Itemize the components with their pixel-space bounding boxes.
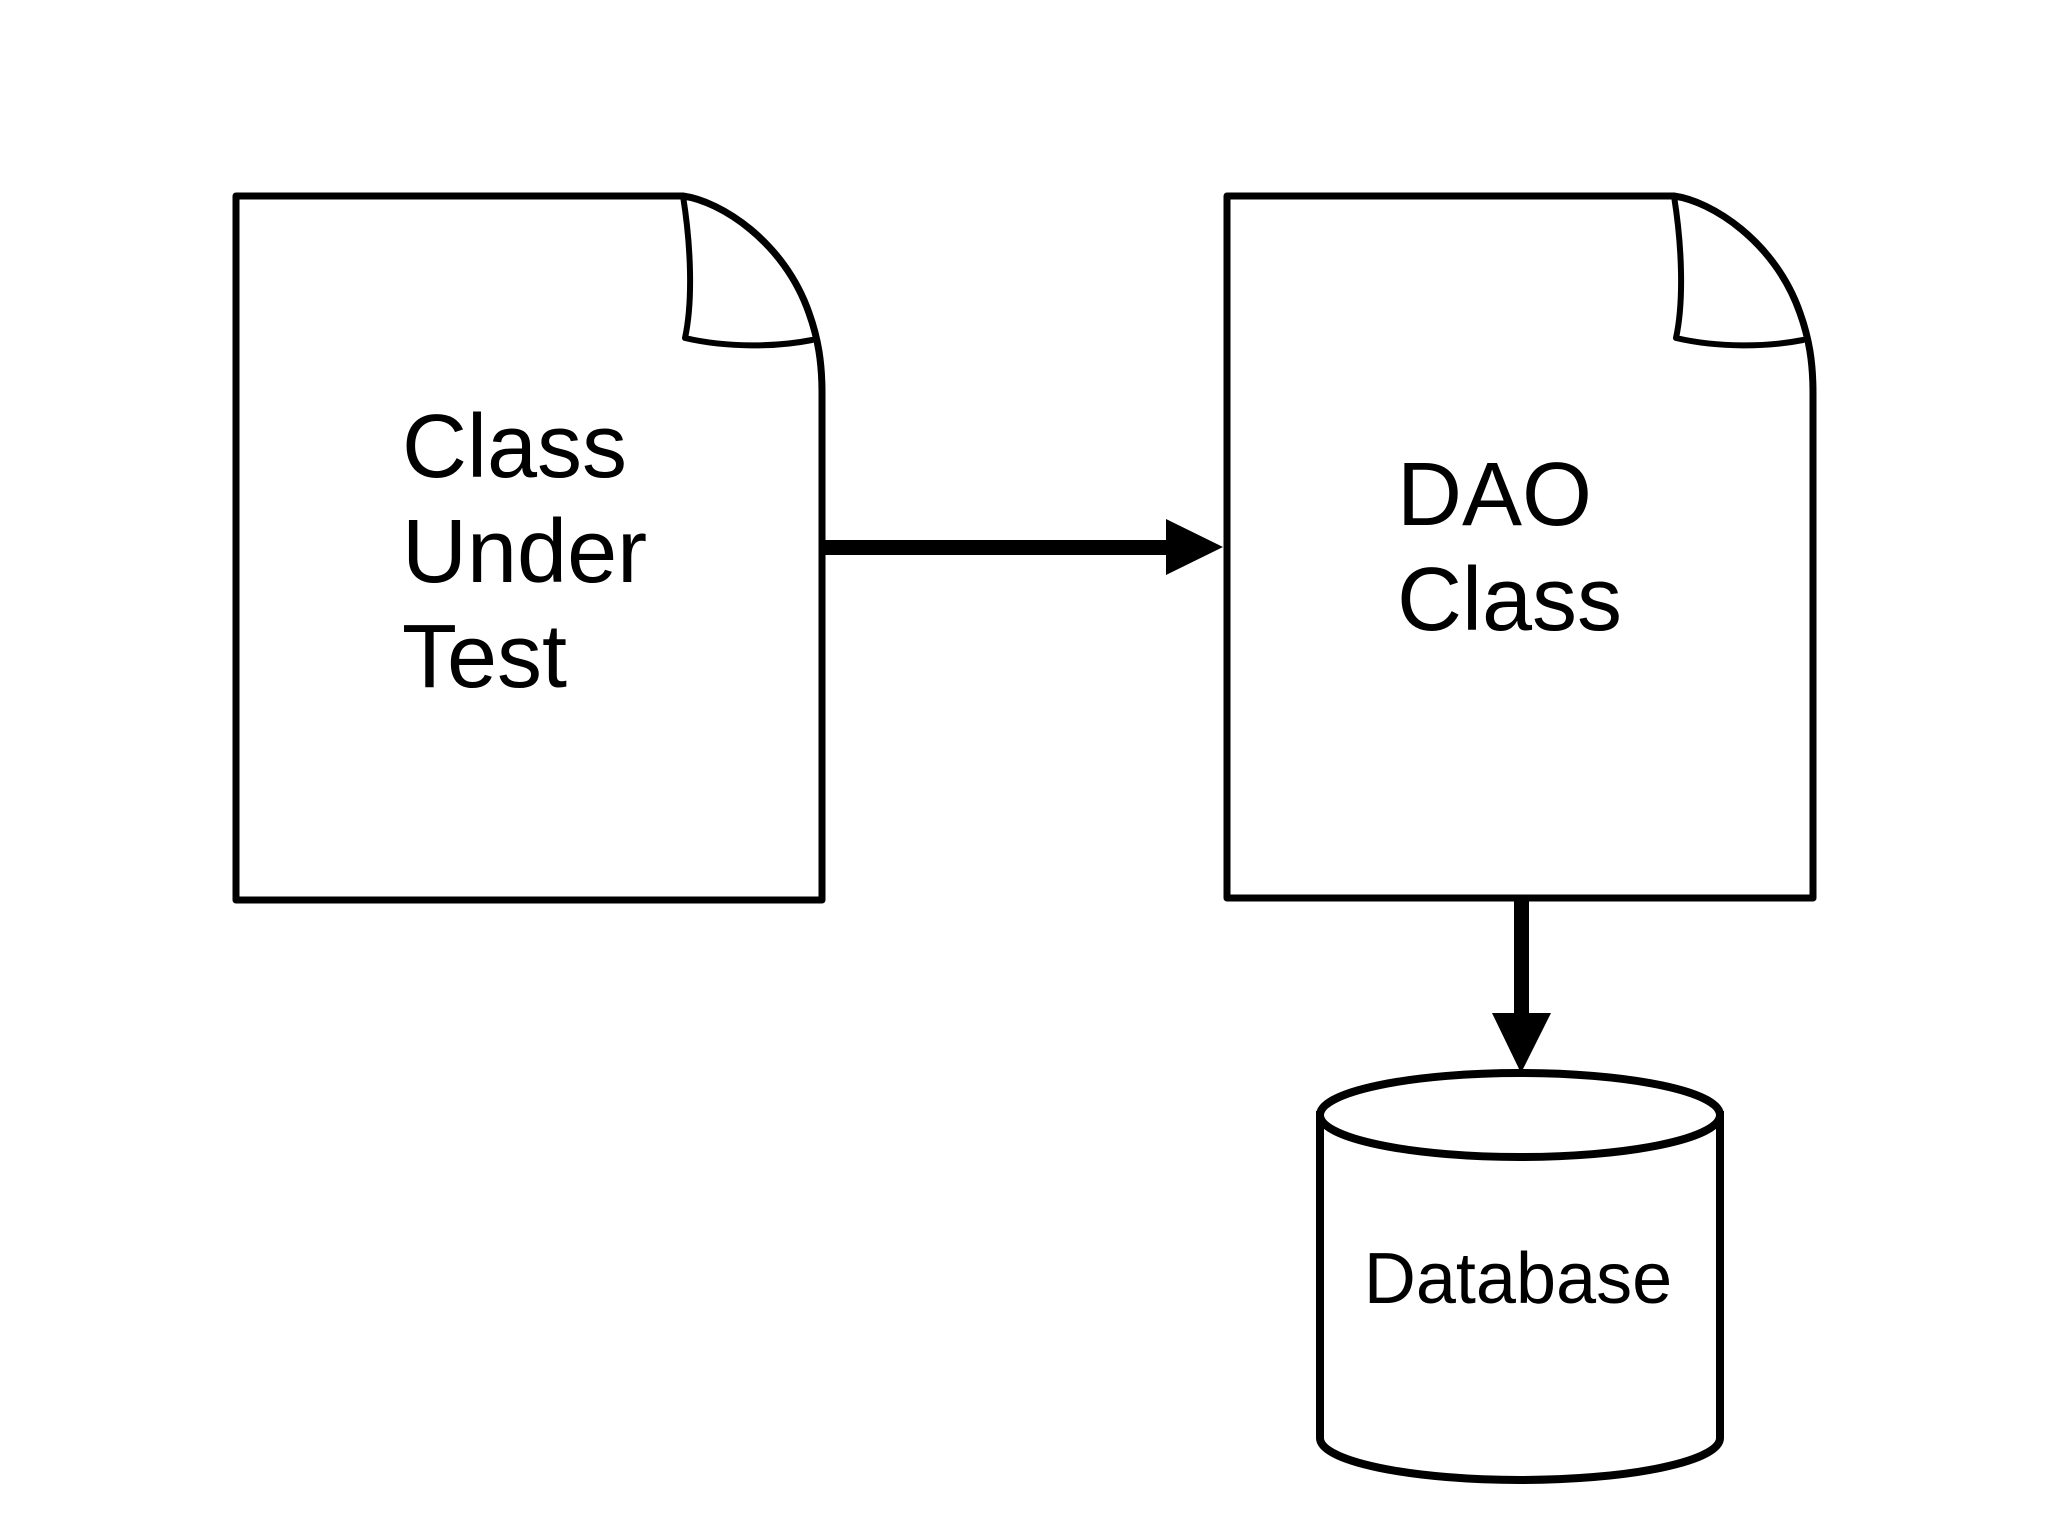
node-dao-class (1223, 192, 1817, 902)
arrow-cut-to-dao (822, 519, 1223, 575)
label-line: Under (402, 502, 648, 602)
document-fold-corner-icon (680, 193, 815, 349)
node-class-under-test (232, 192, 826, 904)
label-line: Class (402, 397, 628, 497)
arrow-dao-to-database (1492, 900, 1551, 1073)
arrow-down-icon (1492, 900, 1551, 1073)
label-line: Test (402, 607, 568, 707)
cylinder-top (1316, 1069, 1724, 1161)
arrow-right-icon (822, 519, 1223, 575)
document-shape (1223, 192, 1817, 902)
label-line: Class (1397, 550, 1623, 650)
document-fold-corner-icon (1671, 193, 1806, 349)
label-line: DAO (1397, 445, 1593, 545)
cylinder-body (1316, 1111, 1724, 1484)
node-database-cylinder (1316, 1069, 1724, 1484)
label-dao-class: DAO Class (1397, 443, 1622, 653)
document-shape (232, 192, 826, 904)
label-database: Database (1363, 1239, 1673, 1319)
label-class-under-test: Class Under Test (402, 395, 647, 710)
